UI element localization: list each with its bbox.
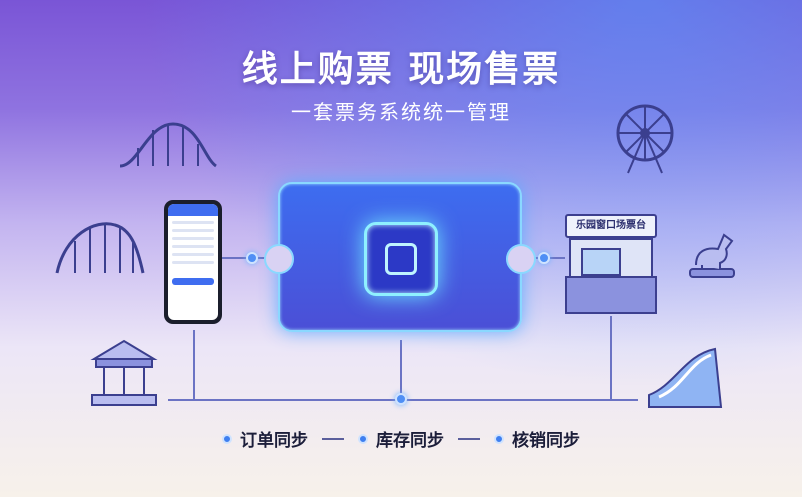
ticket-booth: 乐园窗口场票台: [565, 214, 657, 314]
ticket-notch-left: [264, 244, 294, 274]
water-slide-icon: [648, 347, 723, 408]
feature-dot-icon: [494, 433, 504, 444]
feature-label: 核销同步: [512, 431, 580, 451]
page-title: 线上购票 现场售票: [241, 49, 561, 90]
phone-content-line: [172, 253, 214, 256]
booth-vertical-line: [610, 316, 612, 400]
feature-label: 订单同步: [240, 431, 308, 451]
phone-screen: [168, 204, 218, 320]
ticket-notch-right: [506, 244, 536, 274]
mobile-phone: [164, 200, 222, 324]
chip-core: [385, 243, 417, 275]
feature-separator: [458, 437, 480, 440]
chip-icon: [364, 222, 438, 296]
feature-dot-icon: [222, 433, 232, 444]
feature-order-sync: 订单同步: [222, 426, 308, 451]
feature-inventory-sync: 库存同步: [358, 426, 444, 451]
phone-submit-button: [172, 278, 214, 285]
booth-connector-dot: [538, 252, 550, 264]
page-subtitle: 一套票务系统统一管理: [291, 100, 511, 124]
ferris-wheel-icon: [616, 104, 674, 174]
carousel-icon: [90, 339, 158, 406]
phone-connector-dot: [246, 252, 258, 264]
phone-content-line: [172, 237, 214, 240]
booth-counter: [565, 276, 657, 314]
booth-window: [581, 248, 621, 276]
phone-vertical-line: [193, 330, 195, 400]
feature-label: 库存同步: [376, 431, 444, 451]
coaster-track-icon: [55, 222, 145, 274]
feature-redeem-sync: 核销同步: [494, 426, 580, 451]
phone-content-line: [172, 245, 214, 248]
sync-center-dot: [395, 393, 407, 405]
feature-dot-icon: [358, 433, 368, 444]
roller-coaster-icon: [119, 122, 217, 168]
phone-content-line: [172, 221, 214, 224]
booth-sign: 乐园窗口场票台: [565, 214, 657, 238]
phone-content-line: [172, 229, 214, 232]
ticket-vertical-line: [400, 340, 402, 400]
carousel-horse-icon: [689, 233, 735, 278]
phone-content-line: [172, 261, 214, 264]
phone-header-bar: [168, 204, 218, 216]
sync-features: 订单同步 库存同步 核销同步: [0, 426, 802, 451]
ticket-card: [264, 182, 536, 332]
feature-separator: [322, 437, 344, 440]
